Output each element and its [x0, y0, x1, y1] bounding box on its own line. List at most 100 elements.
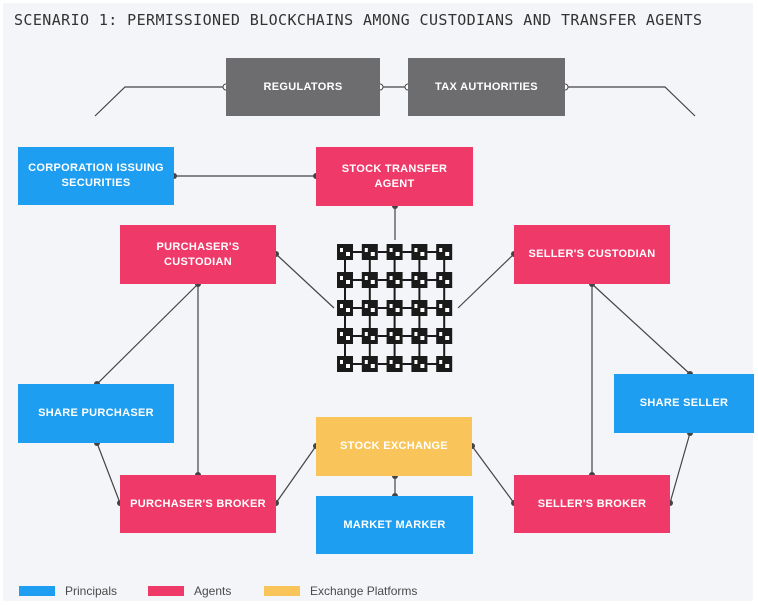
ledger-block — [436, 272, 453, 288]
ledger-block — [386, 328, 403, 344]
sellers-custodian-label: SELLER'S CUSTODIAN — [528, 248, 656, 260]
ledger-bit — [340, 332, 343, 336]
regulators-label: REGULATORS — [263, 80, 343, 93]
ledger-bit — [389, 332, 393, 336]
line-purchaser-broker-exchange — [275, 445, 317, 504]
ledger-bit — [346, 280, 350, 284]
stock-exchange-label: STOCK EXCHANGE — [340, 440, 448, 452]
ledger-block — [411, 272, 428, 288]
ledger-block — [411, 328, 428, 344]
market-maker-node: MARKET MARKER — [316, 496, 473, 554]
ledger-bit — [364, 248, 368, 252]
ledger-block — [337, 244, 353, 260]
ledger-bit — [420, 280, 425, 284]
legend-exchange-platforms-label: Exchange Platforms — [310, 584, 418, 598]
share-seller-node: SHARE SELLER — [614, 374, 754, 433]
ledger-bit — [420, 364, 425, 368]
ledger-bit — [370, 364, 375, 368]
ledger-bit — [439, 360, 443, 364]
purchasers-custodian-node: PURCHASER'S CUSTODIAN — [120, 225, 276, 284]
purchasers-custodian-label: PURCHASER'S CUSTODIAN — [156, 240, 240, 268]
ledger-block — [361, 328, 378, 344]
ledger-bit — [370, 308, 375, 312]
legend-principals-label: Principals — [65, 584, 118, 598]
ledger-bit — [439, 332, 443, 336]
tax-authorities-node: TAX AUTHORITIES — [408, 58, 565, 116]
ledger-bit — [364, 276, 368, 280]
ledger-bit — [445, 364, 450, 368]
ledger-bit — [395, 252, 400, 256]
ledger-bit — [414, 360, 418, 364]
ledger-block — [386, 244, 403, 260]
ledger-bit — [439, 248, 443, 252]
ledger-block — [361, 356, 378, 372]
line-share-purchaser-purchaser-broker — [96, 442, 121, 504]
legend-principals: Principals — [19, 584, 117, 598]
line-tax-right-bracket — [565, 86, 696, 117]
ledger-bit — [389, 360, 393, 364]
legend-agents-swatch — [148, 586, 184, 596]
legend-exchange-platforms: Exchange Platforms — [264, 584, 417, 598]
ledger-block — [337, 272, 353, 288]
line-seller-custodian-ledger — [457, 253, 515, 309]
ledger-block — [361, 244, 378, 260]
ledger-block — [337, 300, 353, 316]
ledger-bit — [420, 252, 425, 256]
ledger-bit — [346, 252, 350, 256]
ledger-bit — [395, 280, 400, 284]
ledger-bit — [364, 360, 368, 364]
ledger-block — [436, 328, 453, 344]
ledger-block — [411, 356, 428, 372]
legend-agents: Agents — [148, 584, 231, 598]
ledger-bit — [414, 304, 418, 308]
ledger-block — [337, 356, 353, 372]
regulators-node: REGULATORS — [226, 58, 380, 116]
line-share-seller-seller-broker — [669, 432, 691, 504]
ledger-bit — [340, 360, 343, 364]
ledger-bit — [370, 336, 375, 340]
blockchain-grid-icon — [337, 244, 453, 372]
share-purchaser-label: SHARE PURCHASER — [38, 407, 154, 419]
ledger-block — [411, 244, 428, 260]
market-maker-label: MARKET MARKER — [343, 518, 446, 531]
ledger-bit — [389, 276, 393, 280]
line-purchaser-custodian-ledger — [275, 253, 335, 309]
ledger-bit — [340, 304, 343, 308]
sellers-broker-label: SELLER'S BROKER — [537, 497, 647, 510]
ledger-block — [361, 272, 378, 288]
purchasers-broker-node: PURCHASER'S BROKER — [120, 475, 276, 533]
ledger-bit — [414, 248, 418, 252]
sellers-broker-node: SELLER'S BROKER — [514, 475, 670, 533]
stock-transfer-agent-node: STOCK TRANSFER AGENT — [316, 147, 473, 206]
ledger-bit — [445, 280, 450, 284]
ledger-bit — [346, 308, 350, 312]
ledger-bit — [439, 276, 443, 280]
legend-agents-label: Agents — [194, 584, 232, 598]
ledger-bit — [420, 308, 425, 312]
ledger-bit — [389, 248, 393, 252]
ledger-bit — [364, 304, 368, 308]
line-purchaser-custodian-share-purchaser — [96, 283, 199, 385]
ledger-block — [337, 328, 353, 344]
ledger-bit — [445, 252, 450, 256]
ledger-bit — [340, 276, 343, 280]
ledger-block — [361, 300, 378, 316]
line-left-bracket-regulators — [94, 86, 226, 117]
stock-exchange-node: STOCK EXCHANGE — [316, 417, 472, 476]
purchasers-broker-label: PURCHASER'S BROKER — [130, 497, 266, 510]
ledger-bit — [346, 364, 350, 368]
share-purchaser-node: SHARE PURCHASER — [18, 384, 174, 443]
ledger-bit — [439, 304, 443, 308]
ledger-bit — [346, 336, 350, 340]
ledger-block — [411, 300, 428, 316]
corporation-issuing-securities-node: CORPORATION ISSUING SECURITIES — [18, 147, 174, 205]
ledger-bit — [420, 336, 425, 340]
ledger-block — [386, 272, 403, 288]
stock-transfer-agent-label: STOCK TRANSFER AGENT — [341, 162, 448, 190]
ledger-block — [386, 356, 403, 372]
ledger-bit — [395, 308, 400, 312]
line-seller-custodian-share-seller — [591, 283, 691, 375]
ledger-bit — [370, 280, 375, 284]
ledger-block — [436, 300, 453, 316]
ledger-bit — [445, 336, 450, 340]
